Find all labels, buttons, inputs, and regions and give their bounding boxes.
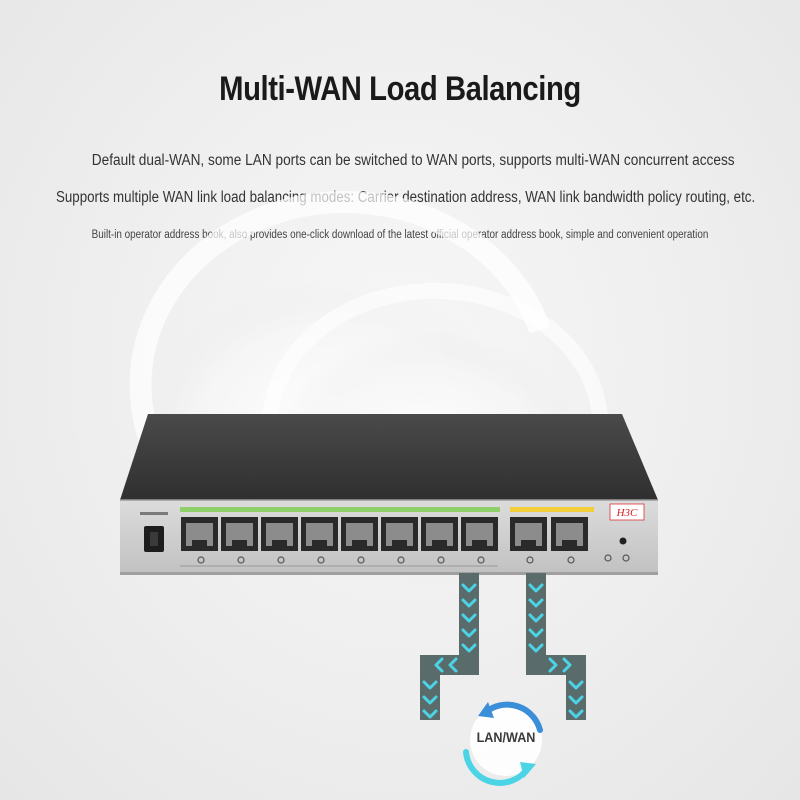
brand-logo: H3C: [609, 503, 645, 521]
feature-line-1: Default dual-WAN, some LAN ports can be …: [91, 152, 735, 169]
wan-label-strip: [510, 507, 594, 512]
lan-port: [261, 517, 298, 551]
port-leds: [197, 554, 630, 564]
lan-port: [301, 517, 338, 551]
arrow-chevrons-left: [422, 583, 477, 719]
lan-port: [341, 517, 378, 551]
feature-line-2: Supports multiple WAN link load balancin…: [56, 189, 756, 206]
wan-port: [551, 517, 588, 551]
wan-port: [510, 517, 547, 551]
wan-ports: [510, 517, 588, 551]
lan-port: [181, 517, 218, 551]
lan-port: [461, 517, 498, 551]
svg-text:H3C: H3C: [616, 507, 638, 519]
reset-button: [619, 537, 627, 545]
cycle-arrows-icon: [463, 701, 543, 786]
page-title: Multi-WAN Load Balancing: [219, 70, 581, 108]
lan-port: [221, 517, 258, 551]
lan-label-strip: [180, 507, 500, 512]
lan-ports: [181, 517, 498, 551]
lan-port: [421, 517, 458, 551]
lan-wan-badge: LAN/WAN: [476, 729, 536, 745]
lan-port: [381, 517, 418, 551]
arrow-chevrons-right: [528, 583, 584, 719]
power-jack: [140, 512, 168, 552]
